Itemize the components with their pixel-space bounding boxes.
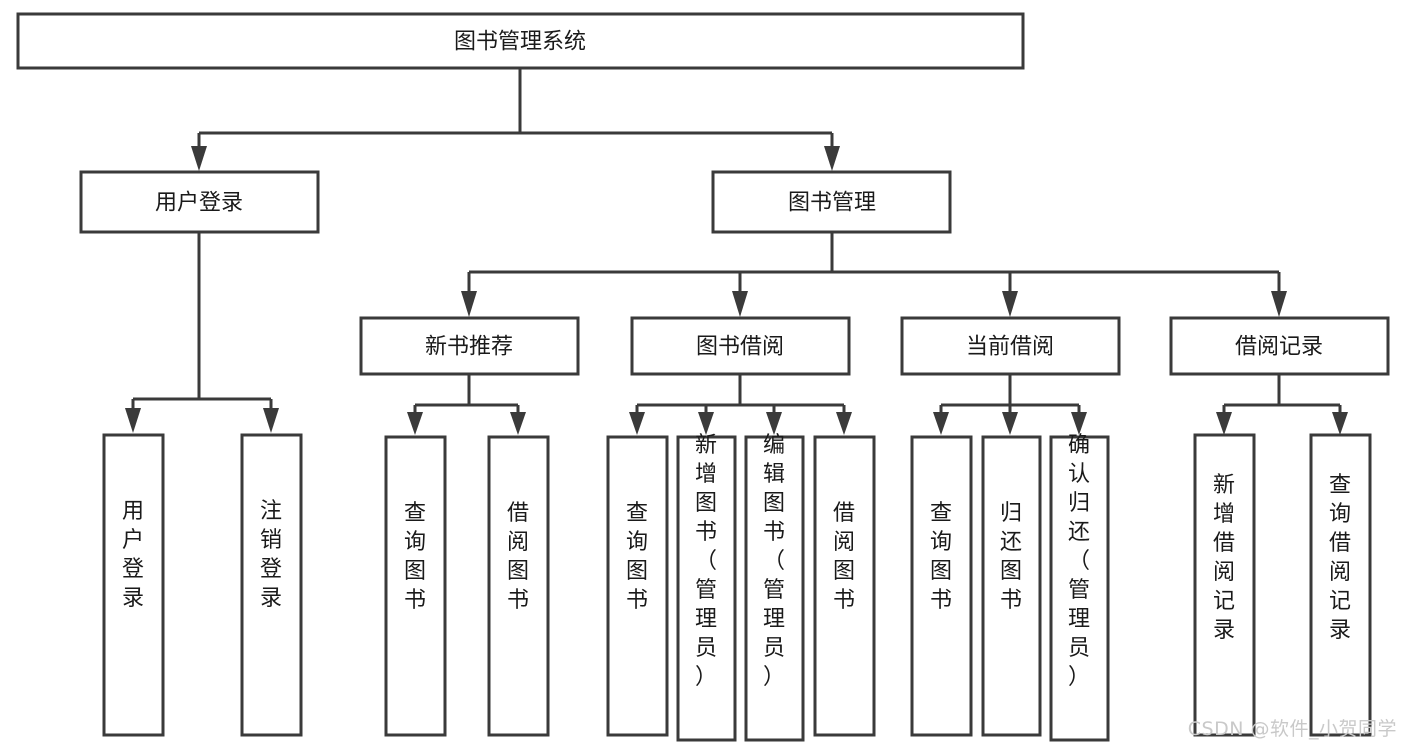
leaf-label: 注销登录	[260, 499, 282, 611]
arrow-head-icon	[1332, 412, 1348, 435]
leaf-box[interactable]	[1193, 433, 1256, 737]
node-new-book-recommend-box[interactable]	[359, 316, 580, 376]
leaf-box[interactable]	[102, 433, 165, 737]
leaf-label: 归还图书	[1000, 501, 1022, 613]
node-book-borrow-box[interactable]	[630, 316, 851, 376]
arrow-head-icon	[125, 408, 141, 433]
leaf-new-book-query[interactable]: 查询图书	[384, 435, 447, 737]
arrow-head-icon	[698, 412, 714, 435]
connector-root-to-level2	[191, 68, 840, 171]
leaf-user-login-login[interactable]: 用户登录	[102, 433, 165, 737]
connector-userlogin-to-leaves	[125, 232, 279, 433]
leaf-box[interactable]	[910, 435, 973, 737]
leaf-label: 新增图书（管理员）	[695, 433, 717, 690]
arrow-head-icon	[1002, 291, 1018, 317]
leaf-label: 查询图书	[404, 501, 426, 613]
arrow-head-icon	[629, 412, 645, 435]
leaf-book-borrow-borrow[interactable]: 借阅图书	[813, 435, 876, 737]
node-book-borrow[interactable]: 图书借阅	[630, 316, 851, 376]
arrow-head-icon	[836, 412, 852, 435]
leaf-box[interactable]	[1049, 435, 1110, 742]
arrow-head-icon	[461, 291, 477, 317]
node-book-management-label: 图书管理	[788, 191, 876, 216]
leaf-label: 确认归还（管理员）	[1068, 433, 1090, 690]
leaf-box[interactable]	[744, 435, 805, 742]
leaf-box[interactable]	[1309, 433, 1372, 737]
leaf-label: 借阅图书	[833, 501, 855, 613]
node-new-book-recommend-label: 新书推荐	[425, 335, 513, 360]
leaf-box[interactable]	[240, 433, 303, 737]
node-book-management-box[interactable]	[711, 170, 952, 234]
leaf-current-borrow-confirm[interactable]: 确认归还（管理员）	[1049, 433, 1110, 742]
arrow-head-icon	[191, 146, 207, 171]
node-book-management[interactable]: 图书管理	[711, 170, 952, 234]
leaf-user-login-logout[interactable]: 注销登录	[240, 433, 303, 737]
leaf-label: 查询图书	[930, 501, 952, 613]
connector-currentborrow-to-leaves	[933, 374, 1087, 435]
node-book-borrow-label: 图书借阅	[696, 335, 784, 360]
arrow-head-icon	[933, 412, 949, 435]
arrow-head-icon	[407, 412, 423, 435]
connector-bookborrow-to-leaves	[629, 374, 852, 435]
arrow-head-icon	[732, 291, 748, 317]
node-root-box[interactable]	[16, 12, 1025, 70]
leaf-new-book-borrow[interactable]: 借阅图书	[487, 435, 550, 737]
node-current-borrow-box[interactable]	[900, 316, 1121, 376]
arrow-head-icon	[1002, 412, 1018, 435]
arrow-head-icon	[263, 408, 279, 433]
arrow-head-icon	[824, 146, 840, 171]
leaf-label: 查询借阅记录	[1329, 473, 1351, 643]
leaf-box[interactable]	[813, 435, 876, 737]
leaf-label: 新增借阅记录	[1213, 473, 1235, 643]
leaf-label: 借阅图书	[507, 501, 529, 613]
node-borrow-record-label: 借阅记录	[1235, 335, 1323, 360]
leaf-book-borrow-query[interactable]: 查询图书	[606, 435, 669, 737]
arrow-head-icon	[1271, 291, 1287, 317]
leaf-current-borrow-return[interactable]: 归还图书	[981, 435, 1042, 737]
node-user-login[interactable]: 用户登录	[79, 170, 320, 234]
node-current-borrow[interactable]: 当前借阅	[900, 316, 1121, 376]
arrow-head-icon	[510, 412, 526, 435]
connector-newbook-to-leaves	[407, 374, 526, 435]
arrow-head-icon	[1071, 412, 1087, 435]
leaf-box[interactable]	[606, 435, 669, 737]
node-user-login-label: 用户登录	[155, 191, 243, 216]
leaf-label: 编辑图书（管理员）	[763, 433, 785, 690]
connector-bookmgmt-to-level3	[461, 232, 1287, 317]
node-root-label: 图书管理系统	[454, 30, 586, 55]
arrow-head-icon	[766, 412, 782, 435]
leaf-borrow-record-query[interactable]: 查询借阅记录	[1309, 433, 1372, 737]
arrow-head-icon	[1216, 412, 1232, 435]
leaf-box[interactable]	[981, 435, 1042, 737]
leaf-label: 用户登录	[122, 499, 144, 611]
leaf-book-borrow-add[interactable]: 新增图书（管理员）	[676, 433, 737, 742]
leaf-box[interactable]	[676, 435, 737, 742]
node-new-book-recommend[interactable]: 新书推荐	[359, 316, 580, 376]
leaf-current-borrow-query[interactable]: 查询图书	[910, 435, 973, 737]
leaf-box[interactable]	[487, 435, 550, 737]
node-borrow-record-box[interactable]	[1169, 316, 1390, 376]
node-user-login-box[interactable]	[79, 170, 320, 234]
node-current-borrow-label: 当前借阅	[966, 335, 1054, 360]
leaf-borrow-record-add[interactable]: 新增借阅记录	[1193, 433, 1256, 737]
connectors-layer	[125, 68, 1348, 435]
connector-borrowrecord-to-leaves	[1216, 374, 1348, 435]
leaf-box[interactable]	[384, 435, 447, 737]
node-root-book-management-system[interactable]: 图书管理系统	[16, 12, 1025, 70]
leaf-label: 查询图书	[626, 501, 648, 613]
node-borrow-record[interactable]: 借阅记录	[1169, 316, 1390, 376]
leaf-book-borrow-edit[interactable]: 编辑图书（管理员）	[744, 433, 805, 742]
